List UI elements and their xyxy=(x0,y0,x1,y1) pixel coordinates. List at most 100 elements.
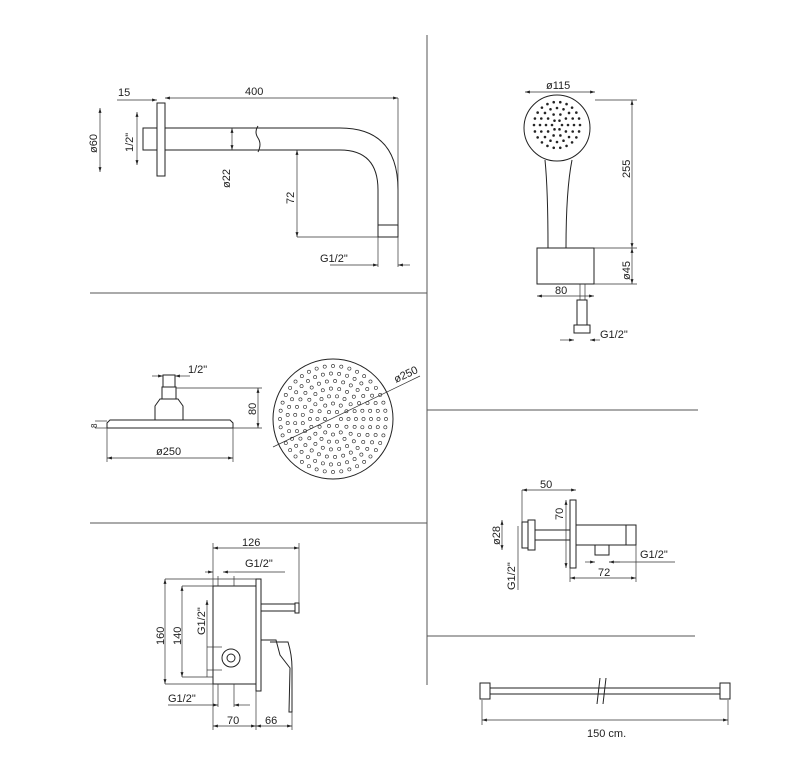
dim-70: 70 xyxy=(227,715,239,727)
nozzle-dot xyxy=(577,130,581,133)
nozzle-dot xyxy=(539,130,543,133)
nozzle-dot xyxy=(352,409,357,414)
dim-g-half: G1/2" xyxy=(600,329,628,341)
nozzle-dot xyxy=(278,417,282,421)
nozzle-dot xyxy=(331,401,335,406)
nozzle-dot xyxy=(287,429,292,434)
nozzle-dot xyxy=(323,417,327,421)
nozzle-dot xyxy=(550,123,554,127)
nozzle-dot xyxy=(562,107,565,111)
nozzle-dot xyxy=(368,379,373,384)
nozzle-dot xyxy=(536,136,539,139)
nozzle-dot xyxy=(345,390,349,394)
nozzle-dot xyxy=(360,408,365,413)
panel-dividers xyxy=(90,35,698,685)
nozzle-dot xyxy=(355,446,360,450)
nozzle-dot xyxy=(337,372,342,376)
nozzle-dot xyxy=(293,412,298,417)
nozzle-dot xyxy=(577,117,581,120)
nozzle-dot xyxy=(558,128,561,131)
nozzle-dot xyxy=(342,437,347,441)
nozzle-dot xyxy=(299,459,304,464)
nozzle-dot xyxy=(335,394,339,399)
nozzle-dot xyxy=(329,371,333,376)
nozzle-dot xyxy=(319,437,324,441)
nozzle-dot xyxy=(314,467,319,472)
nozzle-dot xyxy=(335,439,339,444)
nozzle-dot xyxy=(564,130,568,133)
nozzle-dot xyxy=(299,384,304,389)
dim-15: 15 xyxy=(118,87,130,99)
nozzle-dot xyxy=(565,144,568,148)
nozzle-dot xyxy=(348,402,353,407)
nozzle-dot xyxy=(361,440,366,444)
nozzle-dot xyxy=(278,425,283,430)
nozzle-dot xyxy=(345,373,349,378)
dim-72: 72 xyxy=(285,192,297,204)
nozzle-dot xyxy=(533,117,537,120)
nozzle-dot xyxy=(333,379,337,383)
nozzle-dot xyxy=(327,394,331,399)
dim-70: 70 xyxy=(554,508,566,520)
nozzle-dot xyxy=(376,417,381,421)
nozzle-dot xyxy=(558,119,561,122)
nozzle-dot xyxy=(555,106,559,110)
nozzle-dot xyxy=(544,123,548,127)
nozzle-dot xyxy=(368,408,373,413)
hose-drawing: 150 cm. xyxy=(479,677,731,740)
nozzle-dot xyxy=(575,111,578,114)
nozzle-dot xyxy=(320,388,325,393)
nozzle-dot xyxy=(306,455,310,459)
nozzle-dot xyxy=(539,117,543,120)
nozzle-dot xyxy=(373,385,378,390)
nozzle-dot xyxy=(337,446,342,451)
nozzle-dot xyxy=(319,397,324,401)
nozzle-dot xyxy=(345,460,349,465)
dim-66: 66 xyxy=(265,715,277,727)
nozzle-dot xyxy=(313,442,318,446)
nozzle-dot xyxy=(348,383,353,388)
nozzle-dot xyxy=(345,444,349,448)
nozzle-dot xyxy=(300,421,305,426)
nozzle-dot xyxy=(575,136,578,139)
nozzle-dot xyxy=(360,425,365,430)
nozzle-dot xyxy=(313,431,318,436)
nozzle-dot xyxy=(288,385,293,390)
nozzle-dot xyxy=(543,111,547,115)
nozzle-dot xyxy=(357,432,361,437)
nozzle-dot xyxy=(283,441,288,445)
dim-g-half-bottom: G1/2" xyxy=(168,693,196,705)
nozzle-dot xyxy=(572,123,576,127)
wall-elbow-drawing: 50 70 ø28 G1/2" G1/2" 72 xyxy=(491,479,675,590)
nozzle-dot xyxy=(546,130,550,133)
nozzle-dot xyxy=(327,424,331,428)
nozzle-dot xyxy=(335,424,339,428)
dim-80: 80 xyxy=(555,285,567,297)
dim-d60: ø60 xyxy=(88,134,100,153)
dim-d115: ø115 xyxy=(546,80,570,92)
nozzle-dot xyxy=(283,393,288,397)
nozzle-dot xyxy=(546,117,550,120)
nozzle-dot xyxy=(309,448,314,453)
nozzle-dot xyxy=(317,381,321,386)
nozzle-dot xyxy=(571,130,575,133)
nozzle-dot xyxy=(327,439,331,444)
nozzle-dot xyxy=(287,404,292,409)
dim-half-inch: 1/2" xyxy=(124,133,136,152)
nozzle-dot xyxy=(384,417,388,421)
nozzle-dot xyxy=(320,445,325,450)
nozzle-dot xyxy=(313,375,318,380)
nozzle-dot xyxy=(324,454,329,459)
nozzle-dot xyxy=(313,402,318,407)
nozzle-dot xyxy=(322,469,327,474)
nozzle-dot xyxy=(549,107,552,111)
nozzle-dot xyxy=(294,443,299,448)
nozzle-dot xyxy=(303,443,308,448)
nozzle-dot xyxy=(359,381,364,386)
nozzle-dot xyxy=(303,429,307,434)
nozzle-dot xyxy=(307,397,312,402)
dim-50: 50 xyxy=(540,479,552,491)
mixer-valve-drawing: 126 G1/2" 160 140 G1/2" G1/2" 70 66 xyxy=(155,537,300,730)
dim-g-half-left: G1/2" xyxy=(506,562,518,590)
